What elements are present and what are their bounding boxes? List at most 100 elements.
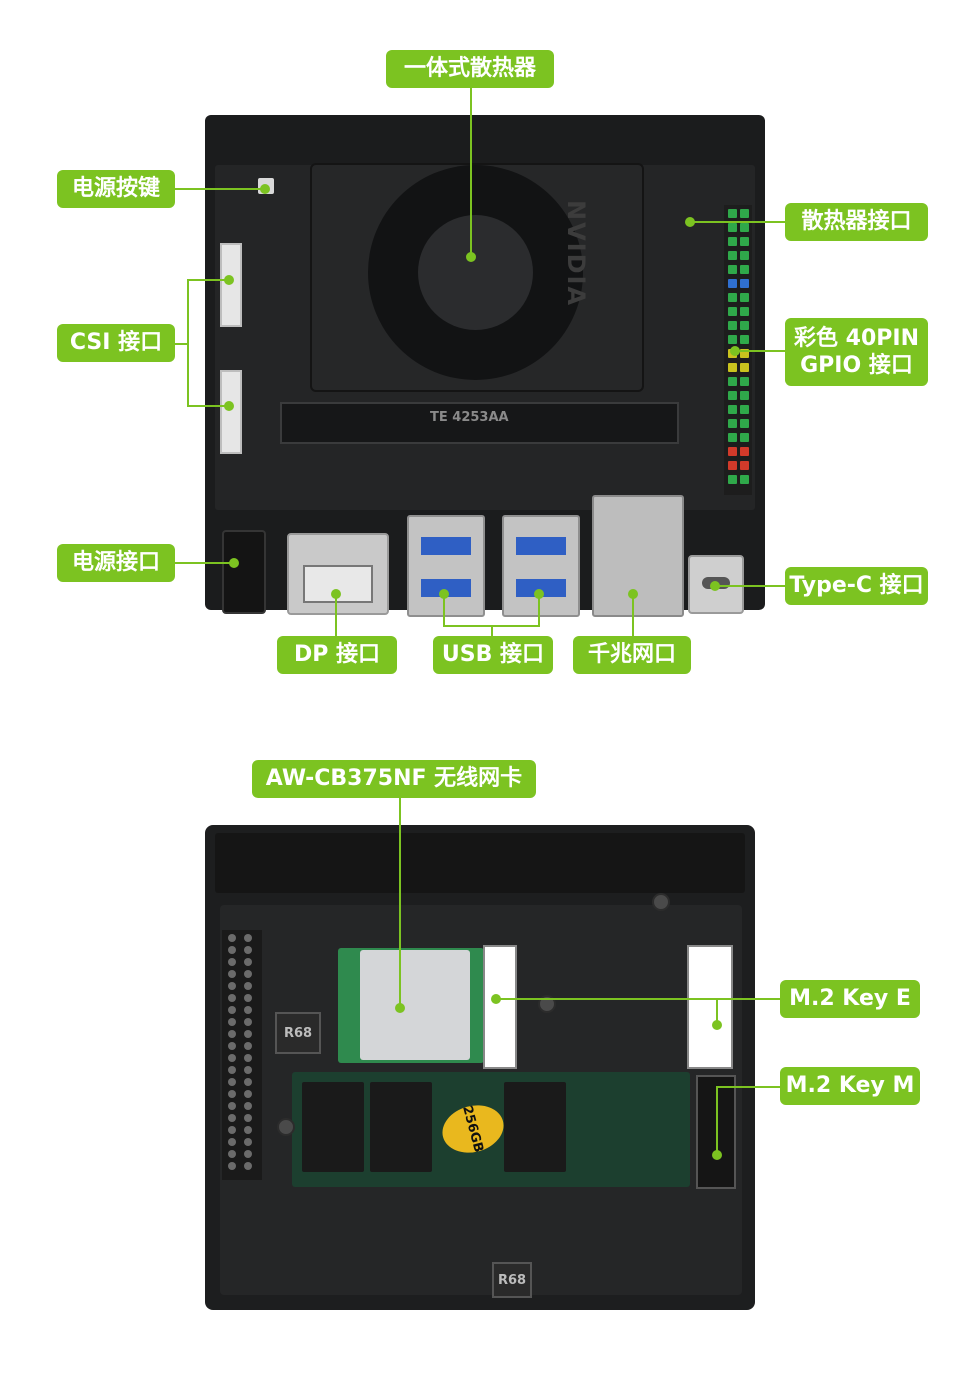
gpio-pin [728, 433, 737, 442]
callout-line-dp [335, 594, 337, 636]
gpio-pin [740, 279, 749, 288]
gpio-pin [740, 237, 749, 246]
gpio-header-bottom [222, 930, 262, 1180]
gpio-pin [728, 307, 737, 316]
csi-connector-cam0 [220, 243, 242, 327]
gpio-pin [228, 1090, 236, 1098]
gpio-pin [728, 391, 737, 400]
gpio-pin [244, 958, 252, 966]
gpio-pin [740, 433, 749, 442]
gpio-pin [740, 377, 749, 386]
gpio-pin [740, 363, 749, 372]
callout-line-m2m [716, 1086, 780, 1088]
gpio-pin [228, 1162, 236, 1170]
callout-dot-ethernet [628, 589, 638, 599]
gpio-pin [228, 934, 236, 942]
gpio-pin [728, 251, 737, 260]
gpio-pin [228, 982, 236, 990]
gpio-pin [728, 461, 737, 470]
gpio-pin [244, 1066, 252, 1074]
slot-marking: TE 4253AA [430, 410, 509, 425]
callout-dot-gpio [730, 346, 740, 356]
gpio-pin [244, 1090, 252, 1098]
gpio-pin [740, 307, 749, 316]
callout-line-typec [715, 585, 785, 587]
gpio-pin [740, 293, 749, 302]
callout-line-m2e-drop [716, 999, 718, 1024]
label-usb: USB 接口 [433, 636, 553, 674]
gpio-pin [244, 1102, 252, 1110]
usb-port-2 [502, 515, 580, 617]
gpio-pin [244, 1042, 252, 1050]
gpio-pin [244, 1162, 252, 1170]
gpio-pin [740, 265, 749, 274]
wifi-card-shield [360, 950, 470, 1060]
gpio-pin [244, 970, 252, 978]
callout-line-ethernet [632, 594, 634, 636]
gpio-pin [728, 321, 737, 330]
gpio-pin [244, 1126, 252, 1134]
callout-dot-m2e-1 [491, 994, 501, 1004]
gpio-pin [228, 1006, 236, 1014]
gpio-pin [728, 419, 737, 428]
callout-dot-csi-1 [224, 401, 234, 411]
gpio-pin [740, 391, 749, 400]
inductor-1: R68 [275, 1012, 321, 1054]
callout-line-gpio [735, 350, 785, 352]
callout-line-power-port [175, 562, 233, 564]
callout-line-csi-vert [187, 279, 189, 407]
module-slot [280, 402, 679, 444]
callout-dot-heatsink [466, 252, 476, 262]
screw-2 [277, 1118, 295, 1136]
gpio-pin [740, 461, 749, 470]
label-heatsink: 一体式散热器 [386, 50, 554, 88]
callout-line-fan-port [690, 221, 785, 223]
gpio-pin [228, 1126, 236, 1134]
gpio-pin [244, 1078, 252, 1086]
heatsink-edge [215, 833, 745, 893]
gpio-pin [244, 1150, 252, 1158]
ethernet-port [592, 495, 684, 617]
gpio-pin [244, 1018, 252, 1026]
screw-3 [652, 893, 670, 911]
gpio-pin [740, 321, 749, 330]
gpio-pin [740, 251, 749, 260]
callout-dot-m2m [712, 1150, 722, 1160]
callout-line-power-button [172, 188, 264, 190]
callout-dot-power-port [229, 558, 239, 568]
callout-line-usb-2 [538, 594, 540, 626]
label-dp: DP 接口 [277, 636, 397, 674]
gpio-pin [728, 237, 737, 246]
callout-line-heatsink [470, 85, 472, 257]
gpio-pin [228, 994, 236, 1002]
label-wifi-card: AW-CB375NF 无线网卡 [252, 760, 536, 798]
m2-key-e-slot [483, 945, 517, 1069]
gpio-pin [740, 419, 749, 428]
label-power-port: 电源接口 [57, 544, 175, 582]
gpio-pin [244, 934, 252, 942]
label-gpio-line2: GPIO 接口 [800, 353, 913, 378]
gpio-pin [244, 994, 252, 1002]
gpio-pin [728, 279, 737, 288]
gpio-pin [740, 405, 749, 414]
nvidia-logo-text: NVIDIA [562, 200, 590, 308]
callout-line-csi [175, 343, 188, 345]
gpio-pin [728, 377, 737, 386]
label-gpio-line1: 彩色 40PIN [794, 325, 919, 351]
gpio-pin [740, 335, 749, 344]
gpio-pin [728, 475, 737, 484]
gpio-pin [740, 349, 749, 358]
gpio-pin [740, 447, 749, 456]
csi-connector-cam1 [220, 370, 242, 454]
callout-line-usb-1 [443, 594, 445, 626]
gpio-pin [728, 405, 737, 414]
gpio-pin [228, 970, 236, 978]
gpio-pin [244, 946, 252, 954]
usb-port-1 [407, 515, 485, 617]
m2-slot-right [687, 945, 733, 1069]
gpio-pin [244, 1114, 252, 1122]
label-gpio: 彩色 40PIN GPIO 接口 [785, 318, 928, 386]
callout-line-usb-stem [491, 625, 493, 636]
gpio-pin [228, 1078, 236, 1086]
gpio-pin [740, 223, 749, 232]
